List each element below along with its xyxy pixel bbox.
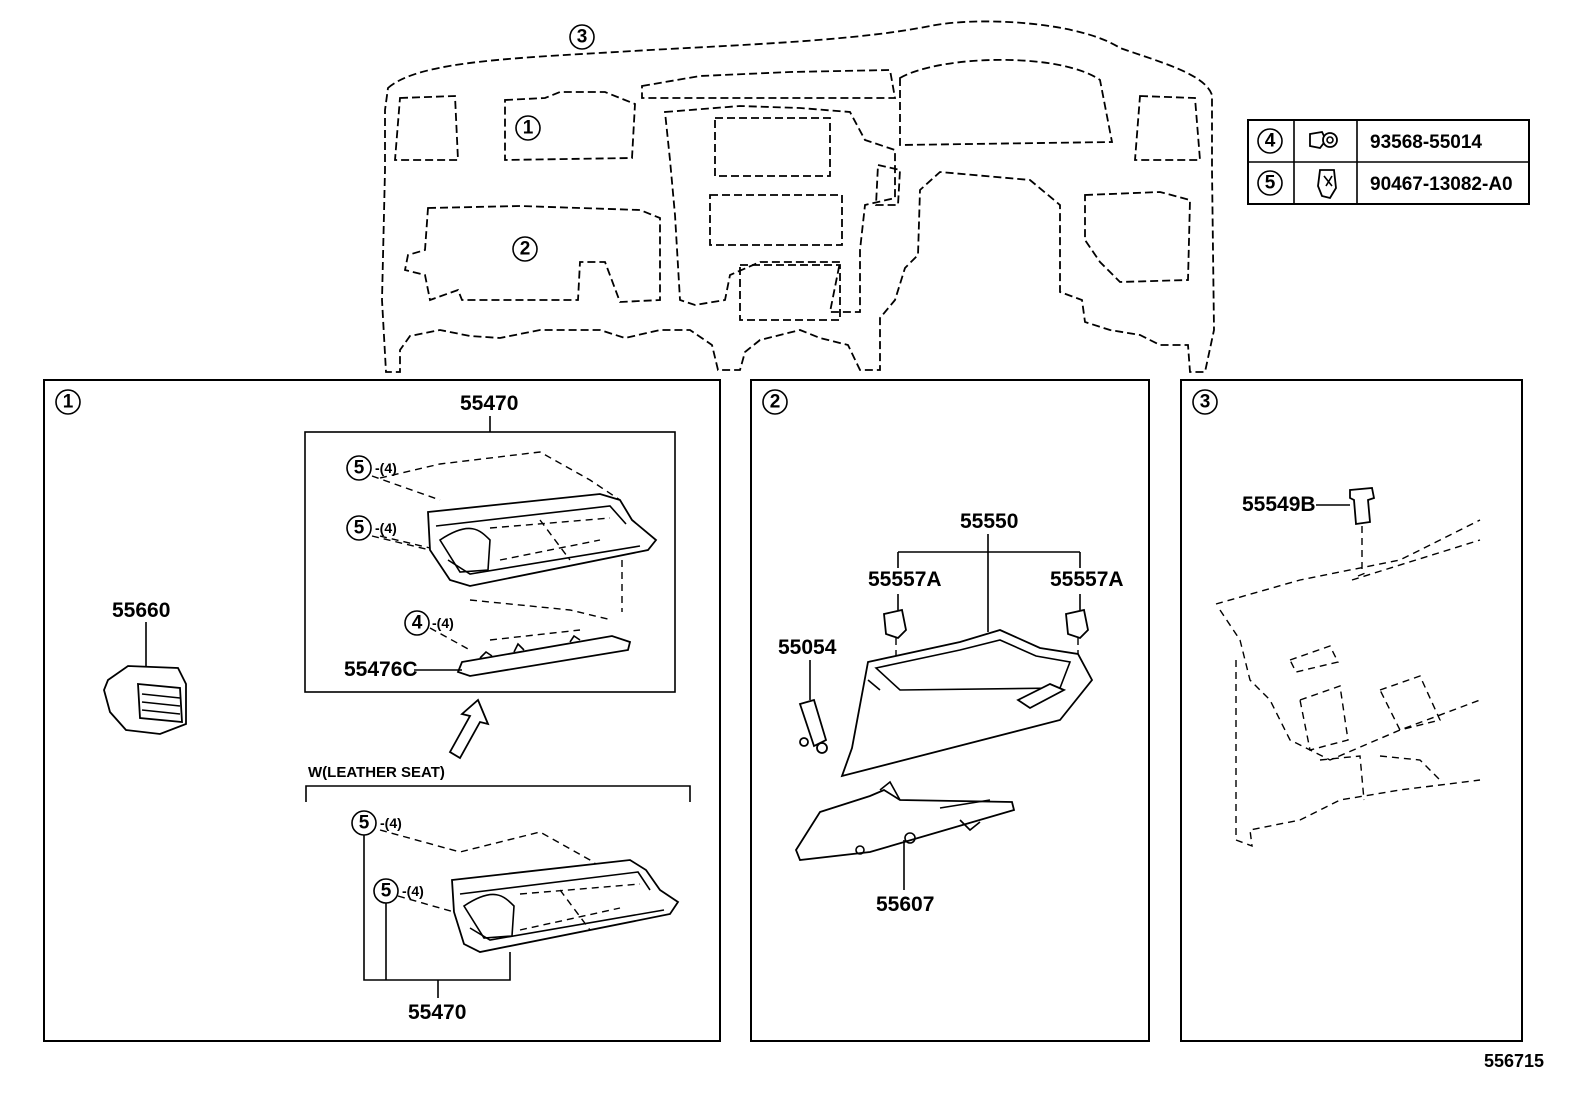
qty-label-5a: 5 [346, 455, 372, 481]
callout-2: 2 [512, 236, 538, 262]
variant-label: W(LEATHER SEAT) [308, 764, 445, 781]
center-panel-outline [709, 194, 843, 246]
center-stack-outline [664, 105, 896, 313]
svg-text:5: 5 [1265, 173, 1276, 194]
bracket-55476c-part [456, 634, 632, 677]
label-55054: 55054 [778, 636, 837, 659]
dashboard-overview: 1 2 3 [381, 20, 1215, 373]
up-arrow-icon [448, 698, 490, 760]
qty-5a-text: -(4) [375, 460, 397, 476]
panel-3-frame [1180, 379, 1523, 1042]
table-row-4-ref: 4 [1257, 128, 1283, 154]
callout-1: 1 [515, 115, 541, 141]
defroster-outline [641, 69, 897, 99]
svg-text:3: 3 [577, 27, 588, 48]
panel-3: 3 55549B [1180, 379, 1523, 1042]
label-55557a-right: 55557A [1050, 568, 1124, 591]
stopper-left-part [883, 608, 907, 640]
qty-5c-text: -(4) [380, 815, 402, 831]
label-55476c: 55476C [344, 658, 418, 681]
svg-text:5: 5 [359, 813, 370, 834]
dashboard-section-part [1215, 519, 1481, 848]
qty-label-4: 4 [404, 610, 430, 636]
label-55470-top: 55470 [460, 392, 518, 415]
lower-panel-outline [739, 264, 841, 321]
qty-5d-text: -(4) [402, 883, 424, 899]
left-vent-outline [394, 95, 459, 161]
clip-55549b-part [1349, 487, 1376, 526]
qty-5b-text: -(4) [375, 520, 397, 536]
switch-outline [875, 163, 901, 206]
svg-text:3: 3 [1200, 392, 1211, 413]
damper-55054-part [798, 698, 828, 754]
label-55550: 55550 [960, 510, 1018, 533]
table-part-90467-13082-a0: 90467-13082-A0 [1370, 174, 1513, 195]
panel-2-frame [750, 379, 1150, 1042]
qty-label-5b: 5 [346, 515, 372, 541]
knee-panel-outline [1084, 191, 1191, 283]
cluster-outline [899, 59, 1114, 146]
label-55549b: 55549B [1242, 493, 1316, 516]
svg-text:5: 5 [354, 458, 365, 479]
right-vent-outline [1134, 95, 1201, 161]
qty-4-text: -(4) [432, 615, 454, 631]
stopper-right-part [1065, 608, 1089, 640]
glovebox-area-outline [403, 205, 661, 303]
svg-text:2: 2 [520, 239, 531, 260]
table-row-5-ref: 5 [1257, 170, 1283, 196]
label-55470-bottom: 55470 [408, 1001, 466, 1024]
variant-bracket [305, 785, 691, 802]
lower-tray-part [379, 829, 680, 953]
panel-3-ref: 3 [1192, 389, 1218, 415]
svg-text:2: 2 [770, 392, 781, 413]
svg-text:5: 5 [354, 518, 365, 539]
side-vent-part [103, 665, 187, 735]
panel-1-ref: 1 [55, 389, 81, 415]
center-display-outline [714, 117, 831, 177]
table-part-93568-55014: 93568-55014 [1370, 132, 1482, 153]
glove-box-door-part [840, 629, 1094, 778]
fastener-table: 4 93568-55014 5 90467-13082-A0 [1247, 119, 1530, 205]
qty-label-5c: 5 [351, 810, 377, 836]
upper-group-frame [304, 431, 676, 693]
label-55557a-left: 55557A [868, 568, 942, 591]
svg-text:1: 1 [63, 392, 74, 413]
panel-2: 2 55550 55557A 55557A 55054 5560 [750, 379, 1150, 1042]
svg-text:1: 1 [523, 118, 534, 139]
qty-label-5d: 5 [373, 878, 399, 904]
upper-tray-part [379, 451, 658, 612]
area-1-outline [504, 91, 636, 161]
svg-text:4: 4 [1265, 131, 1276, 152]
leader-55470-bottom [363, 835, 511, 981]
svg-text:4: 4 [412, 613, 423, 634]
panel-2-ref: 2 [762, 389, 788, 415]
panel-1: 1 55660 55470 5 -(4) [43, 379, 721, 1042]
callout-3: 3 [569, 24, 595, 50]
label-55607: 55607 [876, 893, 934, 916]
illustration-number: 556715 [1484, 1051, 1544, 1071]
label-55660: 55660 [112, 599, 170, 622]
dashboard-outline [381, 20, 1215, 373]
lock-55607-part [794, 780, 1016, 861]
svg-text:5: 5 [381, 881, 392, 902]
clip-icon [1317, 169, 1337, 200]
panel-1-frame [43, 379, 721, 1042]
screw-icon [1309, 131, 1338, 149]
